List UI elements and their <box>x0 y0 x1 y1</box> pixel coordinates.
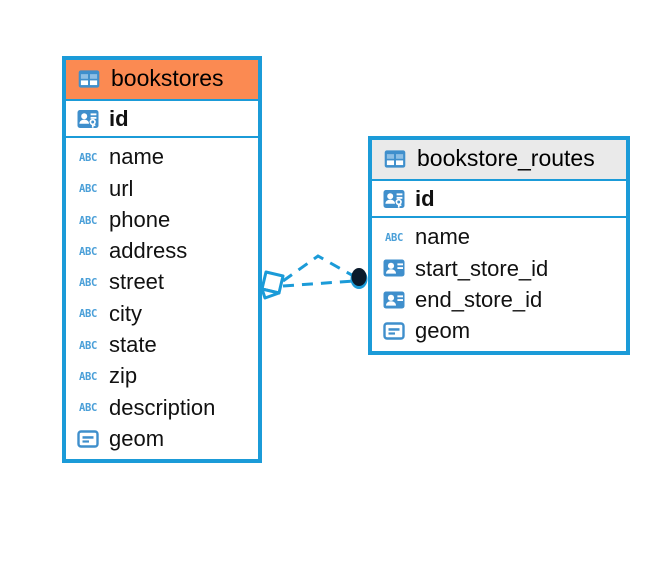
field-label: name <box>415 224 471 250</box>
field-row-geom[interactable]: geom <box>372 315 626 346</box>
field-row-end-store-id[interactable]: end_store_id <box>372 284 626 315</box>
text-type-icon: ABC <box>79 152 97 164</box>
text-type-icon: ABC <box>79 308 97 320</box>
svg-text:ABC: ABC <box>79 152 97 164</box>
field-row-street[interactable]: ABC street <box>66 266 258 297</box>
field-label: name <box>109 144 165 170</box>
field-label: start_store_id <box>415 255 549 281</box>
field-row-state[interactable]: ABC state <box>66 329 258 360</box>
svg-text:ABC: ABC <box>79 183 97 195</box>
foreign-key-icon <box>383 291 405 309</box>
geometry-type-icon <box>383 322 405 340</box>
svg-text:ABC: ABC <box>79 371 97 383</box>
table-icon <box>78 70 100 88</box>
field-label: street <box>109 269 165 295</box>
field-row-name[interactable]: ABC name <box>66 141 258 172</box>
field-label: id <box>415 186 435 211</box>
field-label: geom <box>109 425 165 451</box>
fields-section-bookstore-routes: ABC name start_store_id <box>372 218 626 351</box>
field-label: state <box>109 332 157 358</box>
field-label: phone <box>109 206 171 232</box>
entity-table-bookstores[interactable]: bookstores id ABC <box>62 56 262 464</box>
field-row-description[interactable]: ABC description <box>66 392 258 423</box>
field-label: city <box>109 300 142 326</box>
foreign-key-icon <box>383 259 405 277</box>
entity-name-label: bookstore_routes <box>417 145 595 172</box>
crows-foot-diamond-marker <box>260 270 285 300</box>
text-type-icon: ABC <box>79 246 97 258</box>
field-row-zip[interactable]: ABC zip <box>66 360 258 391</box>
text-type-icon: ABC <box>385 232 403 244</box>
field-row-url[interactable]: ABC url <box>66 173 258 204</box>
filled-circle-marker <box>350 268 368 289</box>
entity-name-label: bookstores <box>111 65 224 92</box>
text-type-icon: ABC <box>79 215 97 227</box>
geometry-type-icon <box>77 429 99 448</box>
field-label: address <box>109 238 188 264</box>
field-label: geom <box>415 318 471 344</box>
field-row-start-store-id[interactable]: start_store_id <box>372 253 626 284</box>
entity-header-bookstore-routes[interactable]: bookstore_routes <box>372 140 626 179</box>
text-type-icon: ABC <box>79 340 97 352</box>
text-type-icon: ABC <box>79 183 97 195</box>
field-label: url <box>109 175 134 201</box>
svg-text:ABC: ABC <box>79 402 97 414</box>
svg-text:ABC: ABC <box>385 232 403 244</box>
table-icon <box>384 150 406 168</box>
primary-key-icon <box>77 109 99 128</box>
field-row-phone[interactable]: ABC phone <box>66 204 258 235</box>
field-label: id <box>109 106 129 131</box>
svg-text:ABC: ABC <box>79 340 97 352</box>
fields-section-bookstores: ABC name ABC url ABC phone ABC ad <box>66 138 258 459</box>
svg-text:ABC: ABC <box>79 308 97 320</box>
entity-table-bookstore-routes[interactable]: bookstore_routes id ABC <box>368 136 630 356</box>
field-label: end_store_id <box>415 286 543 312</box>
primary-key-section-bookstores: id <box>66 99 258 139</box>
field-row-id[interactable]: id <box>66 101 258 136</box>
field-row-geom[interactable]: geom <box>66 423 258 454</box>
field-row-name[interactable]: ABC name <box>372 221 626 252</box>
field-row-id[interactable]: id <box>372 181 626 216</box>
field-label: zip <box>109 363 138 389</box>
text-type-icon: ABC <box>79 371 97 383</box>
svg-text:ABC: ABC <box>79 277 97 289</box>
field-label: description <box>109 394 216 420</box>
field-row-address[interactable]: ABC address <box>66 235 258 266</box>
text-type-icon: ABC <box>79 277 97 289</box>
relationship-line-upper <box>282 254 358 283</box>
svg-text:ABC: ABC <box>79 215 97 227</box>
field-row-city[interactable]: ABC city <box>66 298 258 329</box>
primary-key-section-bookstore-routes: id <box>372 179 626 219</box>
relationship-line-lower <box>282 279 355 288</box>
entity-header-bookstores[interactable]: bookstores <box>66 60 258 99</box>
primary-key-icon <box>383 189 405 208</box>
text-type-icon: ABC <box>79 402 97 414</box>
svg-text:ABC: ABC <box>79 246 97 258</box>
